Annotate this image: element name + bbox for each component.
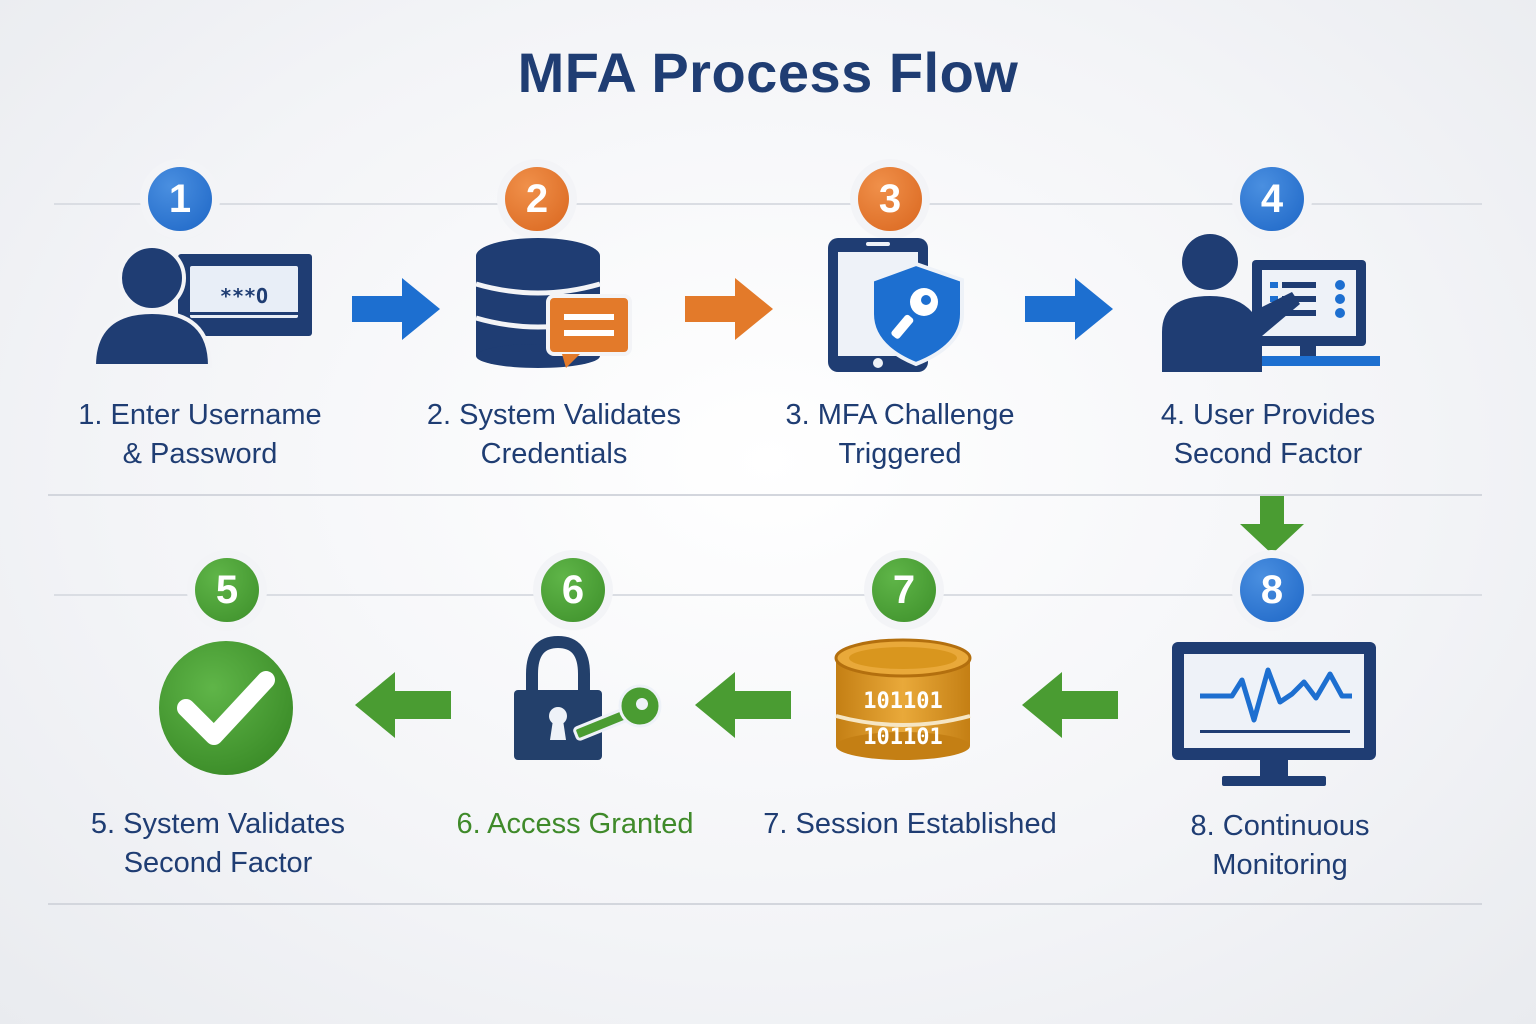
step-4-label-line1: 4. User Provides bbox=[1160, 399, 1376, 431]
arrow-right-1 bbox=[352, 278, 440, 340]
row2-guide-line bbox=[54, 594, 1482, 596]
divider-line bbox=[48, 494, 1482, 496]
arrow-left-1 bbox=[1022, 672, 1118, 738]
step-6-label-line1: 6. Access Granted bbox=[456, 808, 694, 840]
checkmark-circle-icon bbox=[159, 641, 293, 775]
binary-database-icon: 101101 101101 bbox=[834, 638, 972, 760]
arrow-right-3 bbox=[1025, 278, 1113, 340]
step-7-label: 7. Session Established bbox=[740, 805, 1080, 844]
step-7-badge: 7 bbox=[872, 558, 936, 622]
monitor-heartbeat-icon bbox=[1172, 642, 1376, 786]
arrow-down bbox=[1240, 496, 1304, 554]
step-8-label-line2: Monitoring bbox=[1212, 849, 1348, 881]
step-4-label: 4. User Provides Second Factor bbox=[1098, 396, 1438, 474]
step-1-label-line1: 1. Enter Username bbox=[78, 399, 322, 431]
step-3-label-line2: Triggered bbox=[838, 438, 962, 470]
step-5-label: 5. System Validates Second Factor bbox=[48, 805, 388, 883]
step-5-badge: 5 bbox=[195, 558, 259, 622]
step-8-label-line1: 8. Continuous bbox=[1190, 810, 1370, 842]
step-2-badge: 2 bbox=[505, 167, 569, 231]
step-7-label-line1: 7. Session Established bbox=[763, 808, 1057, 840]
step-5-label-line2: Second Factor bbox=[123, 847, 313, 879]
step-8-badge: 8 bbox=[1240, 558, 1304, 622]
step-2-label-line1: 2. System Validates bbox=[426, 399, 682, 431]
binary-row-2: 101101 bbox=[863, 725, 942, 750]
arrow-right-2 bbox=[685, 278, 773, 340]
database-message-icon bbox=[475, 238, 632, 368]
page-title: MFA Process Flow bbox=[517, 41, 1019, 104]
step-6-label: 6. Access Granted bbox=[405, 805, 745, 844]
step-8-label: 8. Continuous Monitoring bbox=[1110, 807, 1450, 885]
step-4-badge: 4 bbox=[1240, 167, 1304, 231]
padlock-key-icon bbox=[514, 636, 662, 760]
step-3-badge: 3 bbox=[858, 167, 922, 231]
step-1-label: 1. Enter Username & Password bbox=[30, 396, 370, 474]
user-login-icon: ***O bbox=[91, 244, 312, 368]
step-5-label-line1: 5. System Validates bbox=[90, 808, 346, 840]
step-4-label-line2: Second Factor bbox=[1173, 438, 1363, 470]
step-1-badge: 1 bbox=[148, 167, 212, 231]
password-mask: ***O bbox=[220, 284, 268, 308]
bottom-divider-line bbox=[48, 903, 1482, 905]
step-2-label: 2. System Validates Credentials bbox=[384, 396, 724, 474]
user-computer-icon bbox=[1162, 234, 1380, 372]
step-1-label-line2: & Password bbox=[122, 438, 278, 470]
arrow-left-2 bbox=[695, 672, 791, 738]
step-3-label: 3. MFA Challenge Triggered bbox=[730, 396, 1070, 474]
tablet-shield-key-icon bbox=[828, 238, 964, 372]
binary-row-1: 101101 bbox=[863, 689, 942, 714]
row1-guide-line bbox=[54, 203, 1482, 205]
step-3-label-line1: 3. MFA Challenge bbox=[785, 399, 1015, 431]
step-6-badge: 6 bbox=[541, 558, 605, 622]
step-2-label-line2: Credentials bbox=[480, 438, 628, 470]
arrow-left-3 bbox=[355, 672, 451, 738]
